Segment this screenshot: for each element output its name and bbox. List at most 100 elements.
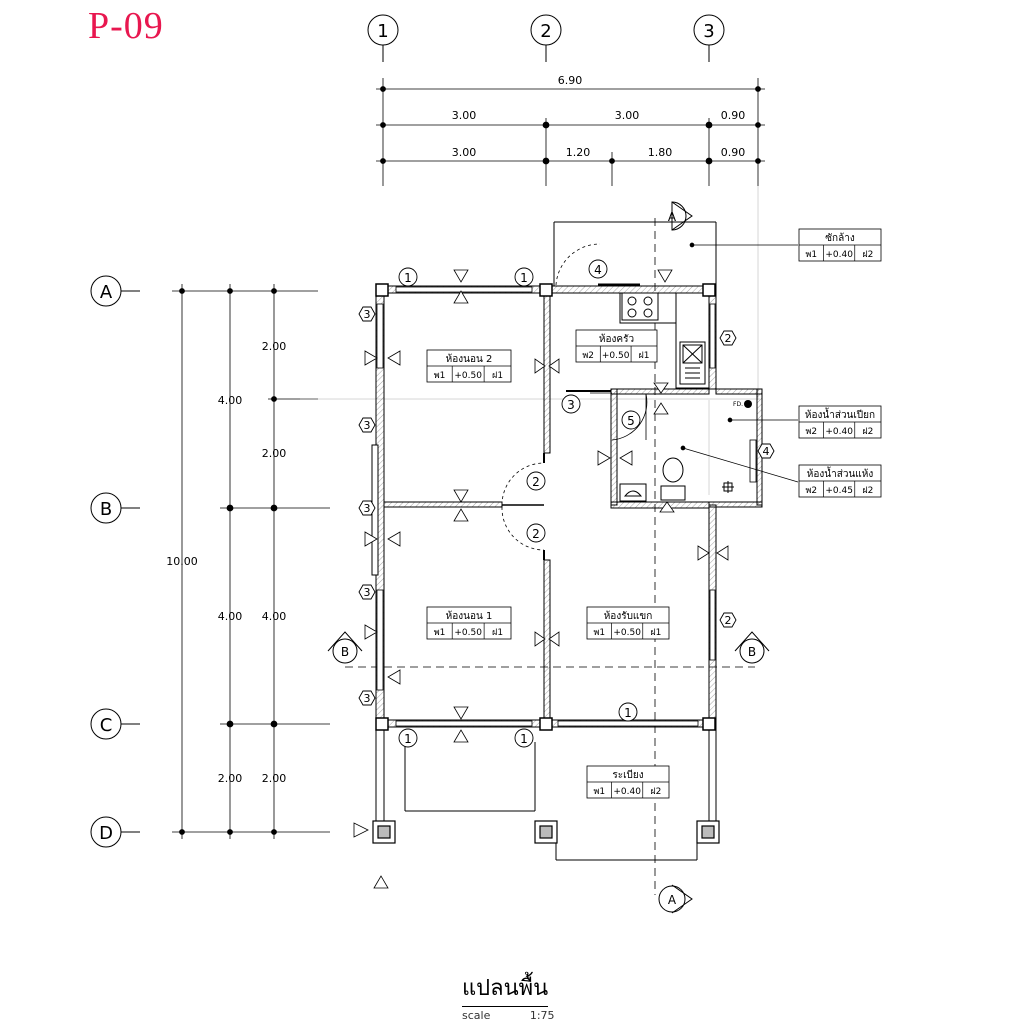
drawing-title: แปลนพื้น xyxy=(462,970,549,1007)
room-ceiling-code: ฝ2 xyxy=(862,486,873,496)
washbasin-icon xyxy=(619,483,647,502)
dim-text: 2.00 xyxy=(218,772,243,785)
door-tag-label: 2 xyxy=(532,475,540,489)
dim-text: 4.00 xyxy=(218,610,243,623)
door-tag-label: 1 xyxy=(624,706,632,720)
room-level: +0.40 xyxy=(825,250,853,260)
grid-rows: A B C D xyxy=(90,275,140,848)
door-tag-label: 1 xyxy=(404,271,412,285)
dim-text: 2.00 xyxy=(262,340,287,353)
grid-col-label: 2 xyxy=(540,21,551,42)
fd-label: FD. xyxy=(733,401,743,408)
door-tag-label: 1 xyxy=(404,732,412,746)
dim-text: 3.00 xyxy=(452,146,477,159)
grid-col-1: 1 xyxy=(367,14,399,62)
door-tag-label: 2 xyxy=(532,527,540,541)
window-tag-label: 2 xyxy=(725,332,732,345)
grid-row-b: B xyxy=(90,492,140,524)
room-level: +0.45 xyxy=(825,486,853,496)
horizontal-dimensions: 6.90 3.00 3.00 0.90 3.00 1.20 1.80 0.90 xyxy=(376,74,765,186)
section-label: B xyxy=(341,645,349,659)
room-floor-code: พ1 xyxy=(593,628,605,638)
dim-overall-width: 6.90 xyxy=(558,74,583,87)
room-name: ห้องนอน 1 xyxy=(446,610,493,622)
room-floor-code: พ2 xyxy=(582,351,594,361)
window-tag-label: 3 xyxy=(364,502,371,515)
grid-col-2: 2 xyxy=(530,14,562,62)
door-tag-label: 5 xyxy=(627,414,635,428)
dim-text: 2.00 xyxy=(262,447,287,460)
room-floor-code: พ1 xyxy=(593,787,605,797)
room-ceiling-code: ฝ2 xyxy=(862,250,873,260)
grid-col-label: 1 xyxy=(377,21,388,42)
dim-text: 2.00 xyxy=(262,772,287,785)
section-marker-b-right: B xyxy=(734,631,770,664)
door-tag-label: 3 xyxy=(567,398,575,412)
drawing-title-block: แปลนพื้น scale 1:75 xyxy=(462,970,572,1022)
windows xyxy=(371,286,757,727)
shower-icon xyxy=(722,481,734,493)
room-name: ห้องน้ำส่วนเปียก xyxy=(805,407,875,421)
vertical-dimensions: 10.00 4.00 4.00 2.00 2.00 2.00 4.00 2.00 xyxy=(166,284,330,839)
room-level: +0.50 xyxy=(454,628,482,638)
room-floor-code: พ2 xyxy=(805,486,817,496)
dim-text: 1.20 xyxy=(566,146,591,159)
walls xyxy=(375,221,763,861)
section-label: A xyxy=(668,210,677,224)
view-triangles xyxy=(353,269,729,889)
window-tag-label: 3 xyxy=(364,308,371,321)
drawing-scale: scale 1:75 xyxy=(462,1009,572,1022)
room-name: ห้องครัว xyxy=(599,333,634,345)
leader-lines xyxy=(680,242,799,483)
dim-text: 0.90 xyxy=(721,146,746,159)
room-name: ซักล้าง xyxy=(825,232,855,244)
room-level: +0.50 xyxy=(454,371,482,381)
grid-row-c: C xyxy=(90,708,140,740)
window-tag-label: 2 xyxy=(725,614,732,627)
section-label: A xyxy=(668,893,677,907)
dim-text: 4.00 xyxy=(218,394,243,407)
grid-row-label: B xyxy=(100,499,112,520)
door-tags: 1 1 1 1 1 2 2 4 3 5 xyxy=(398,259,641,748)
floor-drain-icon: FD. xyxy=(733,400,752,408)
sheet-number: P-09 xyxy=(88,5,164,47)
scale-value: 1:75 xyxy=(529,1009,555,1022)
window-tags: 2 2 3 3 3 3 3 4 xyxy=(358,306,775,706)
grid-columns: 1 2 3 xyxy=(367,14,725,62)
room-floor-code: พ2 xyxy=(805,427,817,437)
room-name: ระเบียง xyxy=(612,769,643,781)
section-marker-b-left: B xyxy=(327,631,363,664)
room-ceiling-code: ฝ2 xyxy=(650,787,661,797)
columns xyxy=(372,283,720,844)
grid-row-label: C xyxy=(100,715,113,736)
kitchen-sink-icon xyxy=(679,341,706,385)
room-level: +0.40 xyxy=(825,427,853,437)
door-tag-label: 1 xyxy=(520,732,528,746)
door-tag-label: 4 xyxy=(594,263,602,277)
room-floor-code: พ1 xyxy=(434,371,446,381)
room-level: +0.50 xyxy=(613,628,641,638)
toilet-icon xyxy=(660,457,686,501)
section-marker-a-bottom: A xyxy=(658,884,693,914)
dim-text: 3.00 xyxy=(452,109,477,122)
grid-row-label: A xyxy=(100,282,113,303)
section-marker-a-top: A xyxy=(668,201,693,231)
stove-icon xyxy=(621,292,659,321)
grid-row-a: A xyxy=(90,275,140,307)
window-tag-label: 3 xyxy=(364,692,371,705)
window-tag-label: 4 xyxy=(763,445,770,458)
room-floor-code: พ1 xyxy=(434,628,446,638)
grid-col-label: 3 xyxy=(703,21,714,42)
grid-row-d: D xyxy=(90,816,140,848)
dim-text: 1.80 xyxy=(648,146,673,159)
door-tag-label: 1 xyxy=(520,271,528,285)
room-ceiling-code: ฝ2 xyxy=(862,427,873,437)
dim-text: 3.00 xyxy=(615,109,640,122)
